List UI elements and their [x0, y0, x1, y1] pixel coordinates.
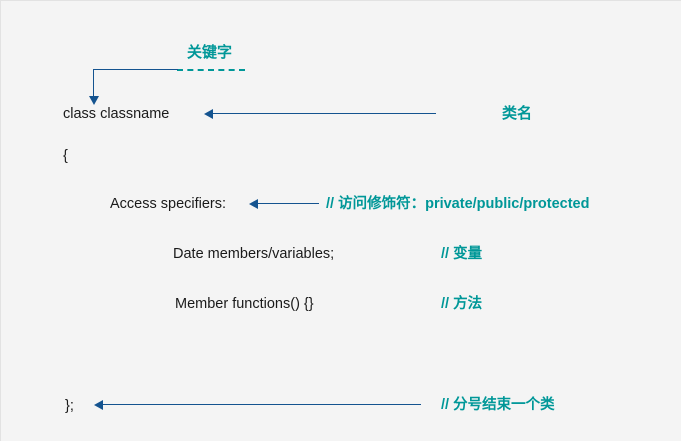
- close-brace-arrow-head: [94, 400, 103, 410]
- class-name-arrow-line: [212, 113, 436, 114]
- keyword-connector-vertical: [93, 69, 94, 98]
- code-line-close-brace: };: [65, 398, 74, 414]
- keyword-connector-horizontal: [93, 69, 178, 70]
- annotation-variable: // 变量: [441, 246, 483, 262]
- code-line-class-declaration: class classname: [63, 106, 170, 122]
- close-brace-arrow-line: [102, 404, 421, 405]
- code-line-access-specifiers: Access specifiers:: [110, 196, 227, 212]
- access-specifier-arrow-line: [257, 203, 319, 204]
- class-name-arrow-head: [204, 109, 213, 119]
- annotation-access-modifier: // 访问修饰符：private/public/protected: [326, 196, 590, 212]
- code-line-member-functions: Member functions() {}: [175, 296, 314, 312]
- annotation-semicolon-ends-class: // 分号结束一个类: [441, 397, 555, 413]
- keyword-arrow-head-down: [89, 96, 99, 105]
- annotation-method: // 方法: [441, 296, 483, 312]
- annotation-keyword: 关键字: [187, 44, 233, 61]
- code-line-data-members: Date members/variables;: [173, 246, 335, 262]
- keyword-dashed-segment: [177, 69, 245, 71]
- annotation-class-name: 类名: [502, 105, 533, 122]
- access-specifier-arrow-head: [249, 199, 258, 209]
- code-line-open-brace: {: [63, 148, 68, 164]
